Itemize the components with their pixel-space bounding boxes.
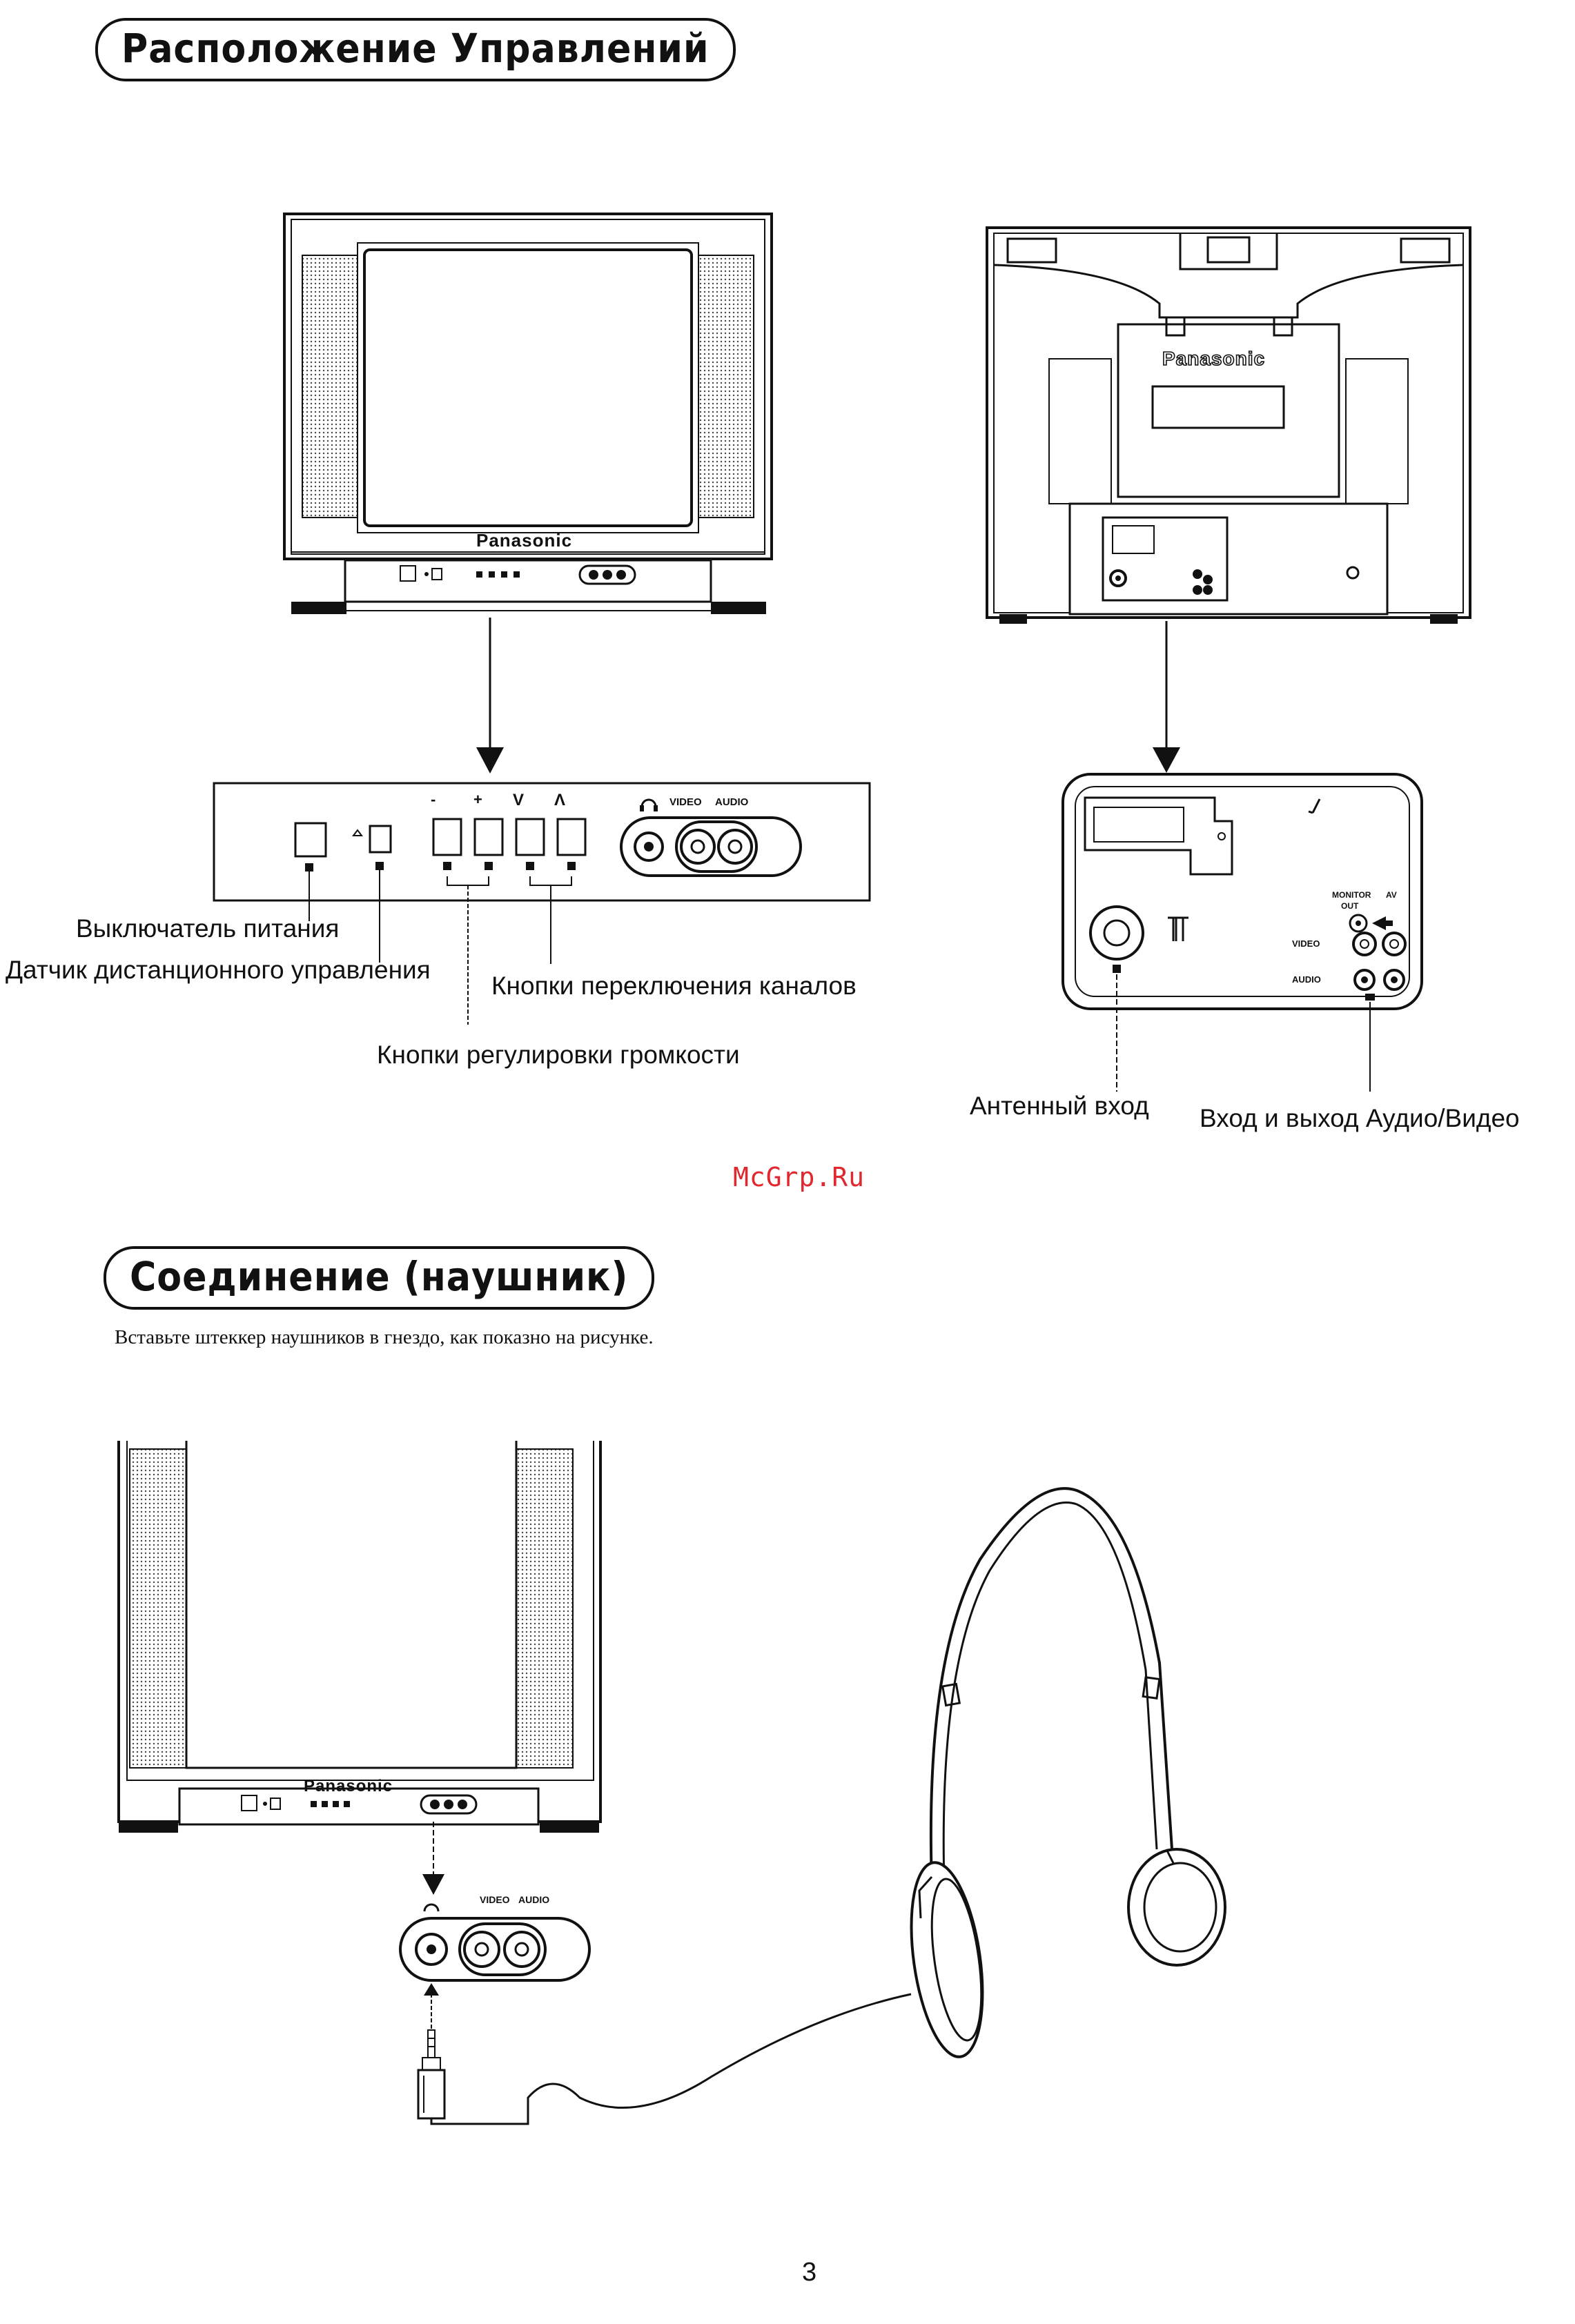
right-speaker bbox=[516, 1448, 574, 1769]
panel-volume-minus-label: - bbox=[431, 791, 436, 808]
callout-av-io: Вход и выход Аудио/Видео bbox=[1200, 1104, 1520, 1132]
headphone-icon bbox=[640, 798, 657, 807]
connection-audio-label: AUDIO bbox=[518, 1894, 550, 1905]
panel-channel-down-label: V bbox=[513, 791, 525, 809]
panel-channel-up-label: Λ bbox=[554, 791, 566, 809]
channel-up-button[interactable] bbox=[556, 818, 587, 856]
front-tv-brand: Panasonic bbox=[476, 530, 573, 551]
back-audio-label: AUDIO bbox=[1292, 974, 1321, 985]
connection-video-label: VIDEO bbox=[480, 1894, 510, 1905]
back-connector-panel-detail bbox=[1062, 773, 1423, 1092]
headphone-icon-small bbox=[423, 1903, 440, 1912]
front-left-speaker bbox=[302, 255, 358, 518]
back-tv-illustration bbox=[986, 226, 1471, 624]
callout-volume-buttons: Кнопки регулировки громкости bbox=[377, 1041, 740, 1069]
back-video-label: VIDEO bbox=[1292, 938, 1320, 949]
channel-down-button[interactable] bbox=[515, 818, 545, 856]
left-ear-cup bbox=[910, 1861, 984, 2058]
panel-video-label: VIDEO bbox=[669, 796, 702, 808]
callout-power-switch: Выключатель питания bbox=[76, 914, 340, 943]
section-title-controls: Расположение Управлений bbox=[95, 18, 736, 81]
panel-volume-plus-label: + bbox=[473, 791, 482, 808]
headphone-plug bbox=[427, 2029, 436, 2058]
front-screen bbox=[363, 248, 693, 527]
front-right-speaker bbox=[698, 255, 754, 518]
front-control-panel-detail bbox=[213, 782, 871, 1025]
section-title-connection: Соединение (наушник) bbox=[104, 1246, 655, 1310]
right-ear-cup bbox=[1127, 1848, 1226, 1967]
front-callout-arrow bbox=[476, 618, 504, 774]
connection-tv-brand: Panasonic bbox=[304, 1777, 393, 1795]
back-tv-brand: Panasonic bbox=[1162, 347, 1266, 370]
power-switch-button[interactable] bbox=[294, 822, 327, 858]
connection-instruction: Вставьте штеккер наушников в гнездо, как… bbox=[115, 1326, 654, 1348]
left-speaker bbox=[129, 1448, 187, 1769]
callout-antenna-input: Антенный вход bbox=[970, 1092, 1149, 1120]
back-monitor-label: MONITOR bbox=[1332, 890, 1371, 900]
antenna-icon bbox=[1168, 916, 1188, 941]
callout-remote-sensor: Датчик дистанционного управления bbox=[6, 956, 431, 984]
front-tv-illustration bbox=[283, 213, 773, 614]
volume-down-button[interactable] bbox=[432, 818, 462, 856]
panel-audio-label: AUDIO bbox=[715, 796, 749, 808]
remote-sensor-window bbox=[369, 825, 392, 854]
back-out-label: OUT bbox=[1341, 901, 1359, 911]
back-av-label: AV bbox=[1386, 890, 1397, 900]
watermark: McGrp.Ru bbox=[733, 1162, 865, 1192]
headphone-connection-illustration bbox=[117, 1441, 1226, 2125]
back-callout-arrow bbox=[1153, 621, 1180, 773]
page-number: 3 bbox=[802, 2258, 817, 2287]
volume-up-button[interactable] bbox=[473, 818, 504, 856]
callout-channel-buttons: Кнопки переключения каналов bbox=[491, 972, 857, 1000]
